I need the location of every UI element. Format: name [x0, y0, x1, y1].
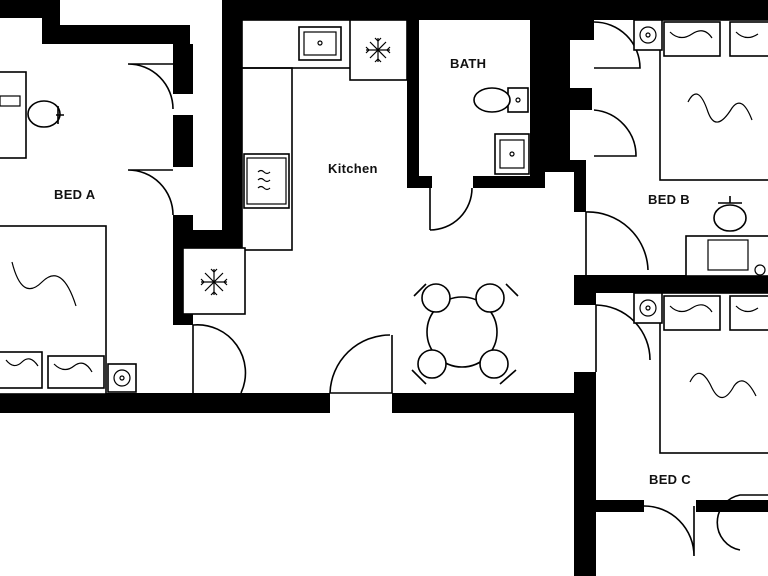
fridge-icon — [349, 19, 408, 81]
desk-chair-icon — [0, 71, 64, 159]
desk-chair-icon — [411, 349, 447, 385]
snowflake-icon — [365, 37, 391, 63]
desk-chair-icon — [413, 283, 451, 313]
door-swing-icon — [127, 21, 768, 557]
bed-icon — [659, 292, 768, 454]
fan-icon — [633, 19, 663, 51]
round-table-icon — [411, 283, 519, 385]
toilet-icon — [473, 87, 529, 113]
fan-icon — [107, 363, 137, 393]
room-label-bed-b: BED B — [648, 192, 690, 207]
fridge-icon — [182, 247, 246, 315]
sink-icon — [494, 133, 530, 175]
bed-icon — [659, 19, 768, 181]
sink-icon — [298, 26, 342, 61]
bed-icon — [0, 225, 107, 395]
snowflake-icon — [200, 268, 228, 296]
stove-icon — [243, 153, 290, 209]
desk-chair-icon — [475, 283, 519, 313]
desk-chair-icon — [685, 196, 768, 277]
room-label-kitchen: Kitchen — [328, 161, 378, 176]
fan-icon — [633, 292, 663, 324]
kitchen-counters — [182, 19, 408, 315]
room-label-bed-c: BED C — [649, 472, 691, 487]
room-label-bath: BATH — [450, 56, 486, 71]
room-label-bed-a: BED A — [54, 187, 96, 202]
desk-chair-icon — [479, 349, 517, 385]
